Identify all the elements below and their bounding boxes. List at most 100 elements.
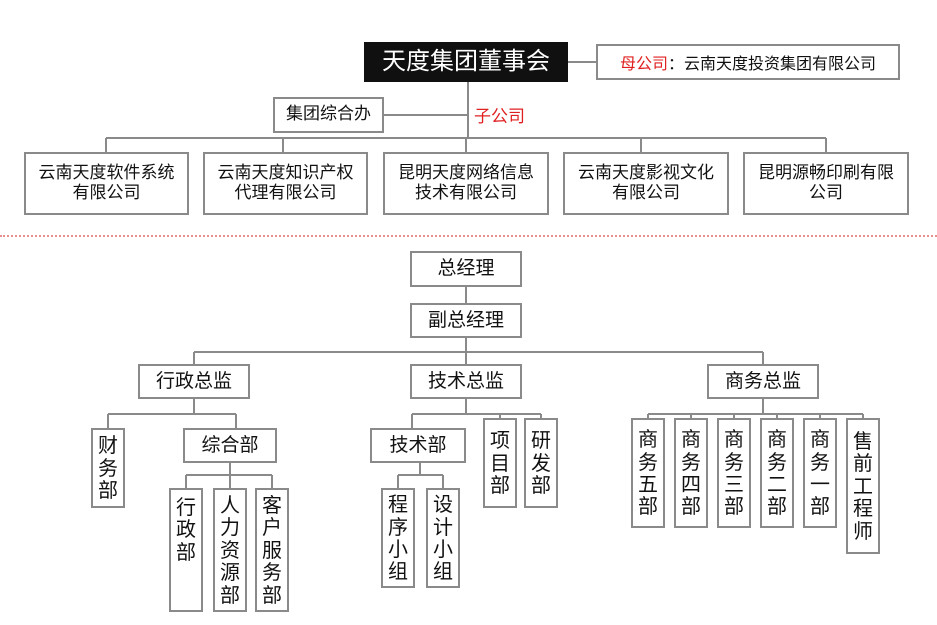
- vertical-char: 部: [262, 582, 282, 607]
- vertical-char: 研: [531, 428, 551, 453]
- rd-dept-node: 研发部: [524, 418, 558, 508]
- admin-sub-dept-node: 行政部: [169, 488, 203, 612]
- subsidiary-line: 昆明源畅印刷有限: [758, 162, 894, 183]
- vertical-char: 部: [176, 539, 196, 564]
- business-director-label: 商务总监: [724, 369, 801, 392]
- subsidiary-line: 云南天度软件系统: [38, 162, 175, 183]
- vertical-char: 商: [810, 427, 830, 452]
- general-dept-node: 综合部: [183, 428, 277, 463]
- deputy-general-manager-label: 副总经理: [427, 308, 504, 331]
- subsidiary-node: 云南天度软件系统 有限公司: [24, 152, 189, 215]
- vertical-char: 部: [681, 494, 701, 519]
- vertical-char: 商: [724, 427, 744, 452]
- business-dept-node: 商务五部: [631, 418, 665, 528]
- vertical-char: 商: [767, 427, 787, 452]
- vertical-char: 师: [853, 518, 873, 543]
- vertical-char: 三: [724, 472, 744, 496]
- general-dept-label: 综合部: [201, 433, 259, 456]
- vertical-char: 五: [638, 472, 658, 496]
- parent-company-node: 母公司 ： 云南天度投资集团有限公司: [596, 44, 900, 80]
- vertical-char: 部: [767, 494, 787, 519]
- deputy-general-manager-node: 副总经理: [410, 303, 522, 338]
- vertical-char: 四: [681, 472, 701, 496]
- tech-director-node: 技术总监: [410, 364, 522, 399]
- vertical-char: 组: [388, 559, 408, 584]
- admin-sub-dept-node: 客户服务部: [255, 488, 289, 612]
- business-dept-node: 商务四部: [674, 418, 708, 528]
- subsidiary-line: 技术有限公司: [415, 182, 517, 203]
- vertical-char: 项: [490, 428, 510, 453]
- project-dept-node: 项目部: [483, 418, 517, 508]
- general-manager-node: 总经理: [410, 251, 522, 287]
- vertical-char: 一: [810, 472, 830, 496]
- vertical-char: 售: [853, 429, 873, 454]
- vertical-char: 务: [262, 560, 282, 585]
- vertical-char: 小: [433, 537, 453, 561]
- group-office-label: 集团综合办: [286, 104, 371, 125]
- tech-dept-label: 技术部: [389, 433, 447, 456]
- section-divider: [0, 235, 937, 237]
- vertical-char: 务: [810, 449, 830, 474]
- subsidiary-line: 云南天度知识产权: [217, 162, 354, 183]
- subsidiary-node: 昆明源畅印刷有限 公司: [743, 152, 909, 215]
- vertical-char: 部: [724, 494, 744, 519]
- vertical-char: 力: [220, 515, 240, 540]
- finance-dept-node: 财务部: [91, 428, 125, 508]
- vertical-char: 发: [531, 450, 551, 475]
- vertical-char: 政: [176, 517, 196, 542]
- vertical-char: 务: [681, 449, 701, 474]
- subsidiary-node: 云南天度知识产权 代理有限公司: [203, 152, 368, 215]
- business-dept-node: 商务二部: [760, 418, 794, 528]
- tech-director-label: 技术总监: [427, 369, 504, 392]
- admin-sub-dept-node: 人力资源部: [213, 488, 247, 612]
- vertical-char: 务: [638, 449, 658, 474]
- admin-director-node: 行政总监: [138, 364, 250, 399]
- vertical-char: 设: [433, 492, 453, 517]
- subsidiary-label: 子公司: [474, 107, 525, 127]
- business-director-node: 商务总监: [707, 364, 819, 399]
- vertical-char: 户: [262, 515, 282, 540]
- subsidiary-node: 昆明天度网络信息 技术有限公司: [383, 152, 549, 215]
- parent-company-label: 母公司: [619, 54, 668, 73]
- subsidiary-line: 公司: [809, 182, 843, 203]
- subsidiary-line: 有限公司: [72, 182, 141, 203]
- vertical-char: 商: [681, 427, 701, 452]
- subsidiary-node: 云南天度影视文化 有限公司: [563, 152, 729, 215]
- vertical-char: 部: [531, 473, 551, 498]
- vertical-char: 客: [262, 493, 282, 518]
- vertical-char: 部: [98, 478, 118, 503]
- vertical-char: 工: [853, 473, 873, 498]
- subsidiary-line: 代理有限公司: [234, 182, 337, 203]
- vertical-char: 部: [490, 473, 510, 498]
- general-manager-label: 总经理: [437, 257, 495, 280]
- vertical-char: 目: [490, 450, 510, 475]
- vertical-char: 部: [810, 494, 830, 519]
- parent-company-separator: ：: [667, 54, 684, 73]
- vertical-char: 部: [638, 494, 658, 519]
- subsidiary-line: 云南天度影视文化: [578, 162, 714, 183]
- vertical-char: 务: [98, 455, 118, 480]
- vertical-char: 资: [220, 537, 240, 562]
- vertical-char: 二: [767, 472, 787, 496]
- tech-group-node: 程序小组: [381, 488, 415, 588]
- presales-engineer-node: 售前工程师: [846, 418, 880, 554]
- vertical-char: 行: [176, 495, 196, 519]
- vertical-char: 前: [853, 451, 873, 476]
- vertical-char: 计: [433, 514, 453, 539]
- vertical-char: 程: [853, 496, 873, 521]
- business-dept-node: 商务一部: [803, 418, 837, 528]
- subsidiary-line: 昆明天度网络信息: [398, 162, 534, 183]
- vertical-char: 程: [388, 492, 408, 517]
- vertical-char: 小: [388, 537, 408, 561]
- vertical-char: 部: [220, 582, 240, 607]
- vertical-char: 务: [767, 449, 787, 474]
- vertical-char: 序: [388, 514, 408, 539]
- tech-dept-node: 技术部: [370, 428, 466, 463]
- vertical-char: 人: [220, 493, 240, 518]
- admin-director-label: 行政总监: [155, 369, 232, 392]
- business-dept-node: 商务三部: [717, 418, 751, 528]
- parent-company-name: 云南天度投资集团有限公司: [684, 54, 877, 73]
- group-office-node: 集团综合办: [273, 97, 384, 133]
